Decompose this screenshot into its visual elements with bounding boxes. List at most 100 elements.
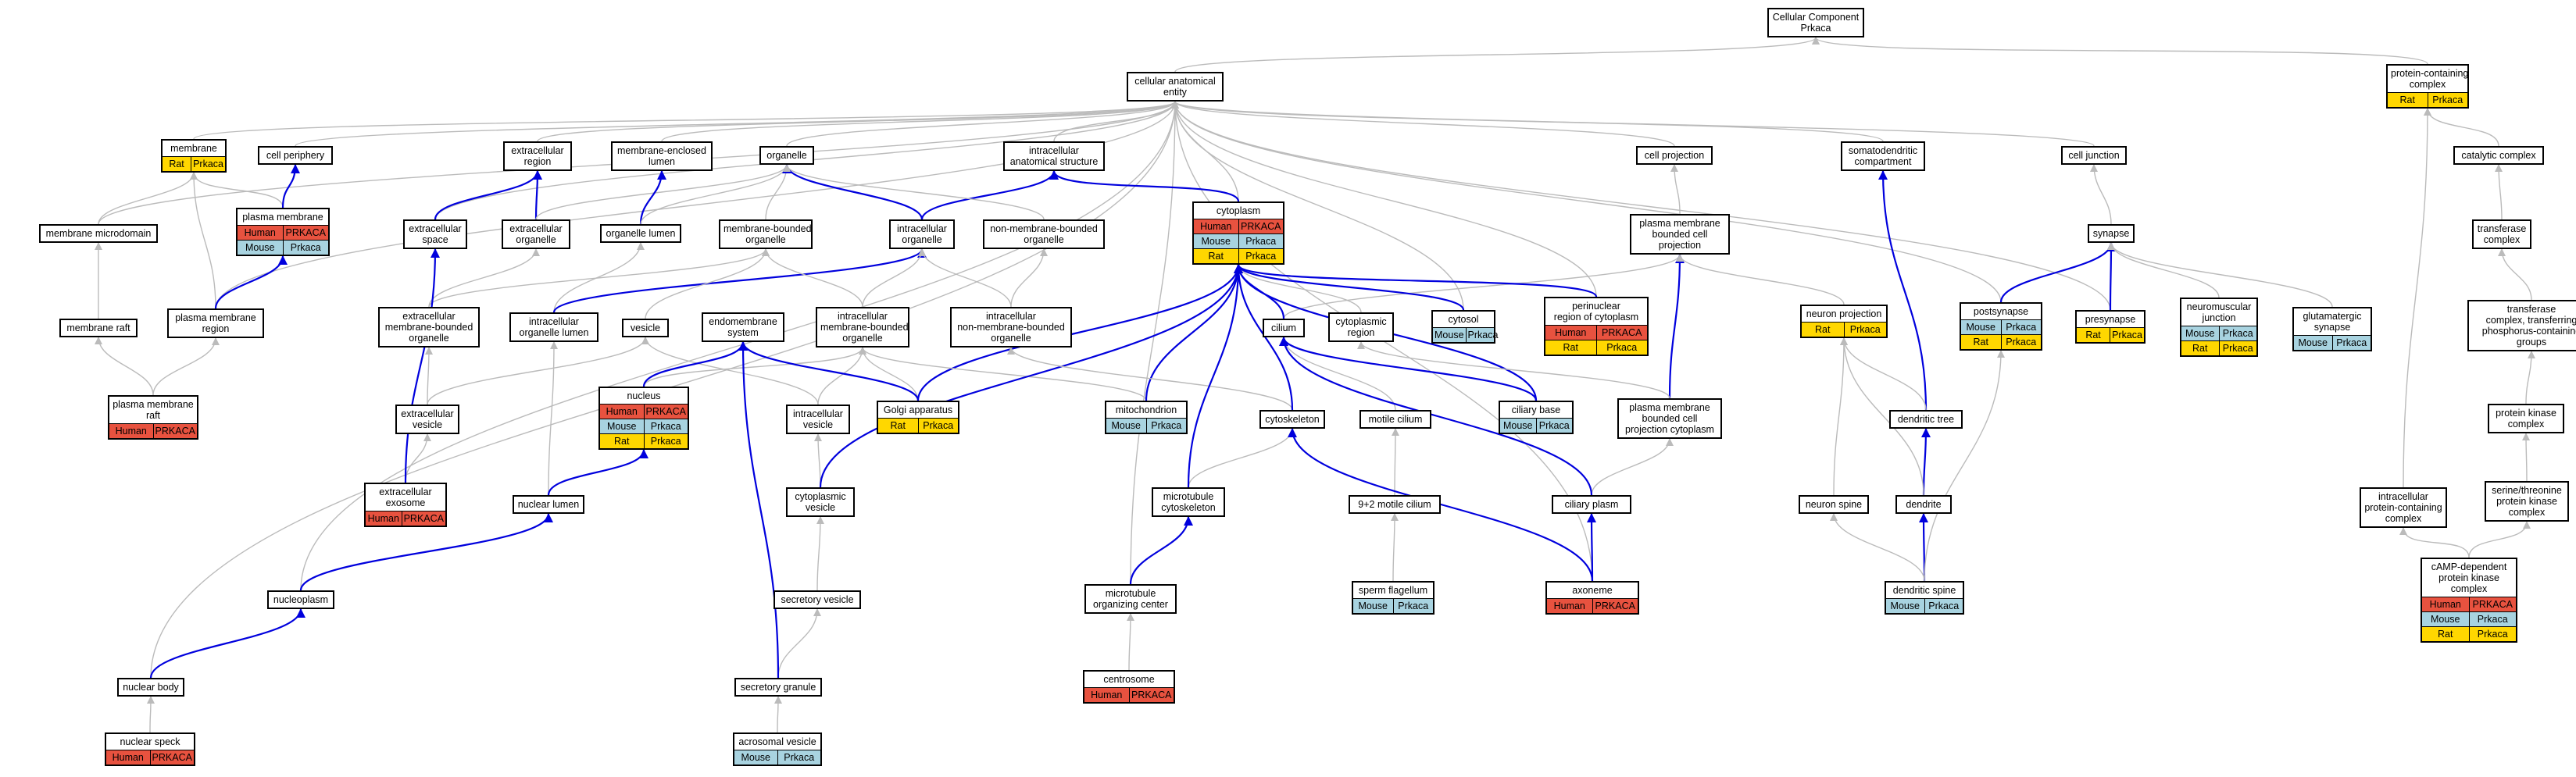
gene-symbol: Prkaca [643,434,688,448]
species-label: Mouse [1502,420,1533,431]
is-a-edge [1830,513,1925,582]
go-term-cytoskeleton[interactable]: cytoskeleton [1259,410,1325,429]
part-of-edge [1234,264,1294,411]
go-term-label: synapse [2092,228,2130,239]
is-a-edge [1924,350,2005,582]
species-label: Human [1200,221,1232,232]
go-term-nucleoplasm[interactable]: nucleoplasm [267,590,334,609]
go-term-label: cytoskeleton [1265,414,1320,425]
go-term-synapse[interactable]: synapse [2088,224,2135,243]
is-a-edge [643,347,866,387]
part-of-edge [920,170,1059,220]
go-term-label: sperm flagellum [1358,585,1428,596]
go-term-nuclear-lumen[interactable]: nuclear lumen [513,495,584,514]
go-term-membrane-raft[interactable]: membrane raft [59,319,138,337]
part-of-edge [916,264,1243,401]
go-term-label: membrane [170,143,217,154]
go-term-organelle-lumen[interactable]: organelle lumen [600,224,681,243]
go-term-cell-periphery[interactable]: cell periphery [258,146,333,165]
go-term-nuclear-body[interactable]: nuclear body [117,678,184,697]
go-term-catalytic[interactable]: catalytic complex [2453,146,2544,165]
is-a-edge [1280,337,1396,411]
go-term-motile-cilium[interactable]: motile cilium [1359,410,1431,429]
go-term-nine-two[interactable]: 9+2 motile cilium [1349,495,1441,514]
go-term-secretory-granule[interactable]: secretory granule [734,678,822,697]
go-term-cell-projection[interactable]: cell projection [1636,146,1713,165]
go-term-cilium[interactable]: cilium [1263,319,1305,337]
go-term-dendritic-tree[interactable]: dendritic tree [1889,410,1963,429]
go-term-vesicle[interactable]: vesicle [622,319,669,337]
go-term-label: ciliary base [1511,405,1561,415]
is-a-edge [190,172,216,309]
go-term-organelle[interactable]: organelle [759,146,814,165]
species-label: Mouse [1966,322,1996,333]
go-term-secretory-vesicle[interactable]: secretory vesicle [774,590,861,609]
go-term-mem-microdomain[interactable]: membrane microdomain [39,224,158,243]
go-term-ciliary-plasm[interactable]: ciliary plasm [1552,495,1631,514]
go-term-cell-junction[interactable]: cell junction [2061,146,2127,165]
is-a-edge [95,337,154,396]
gene-symbol: Prkaca [2468,627,2517,641]
species-label: Human [2429,599,2461,610]
go-term-dendrite[interactable]: dendrite [1895,495,1952,514]
go-term-neuron-spine[interactable]: neuron spine [1799,495,1869,514]
gene-symbol: Prkaca [1238,249,1284,263]
